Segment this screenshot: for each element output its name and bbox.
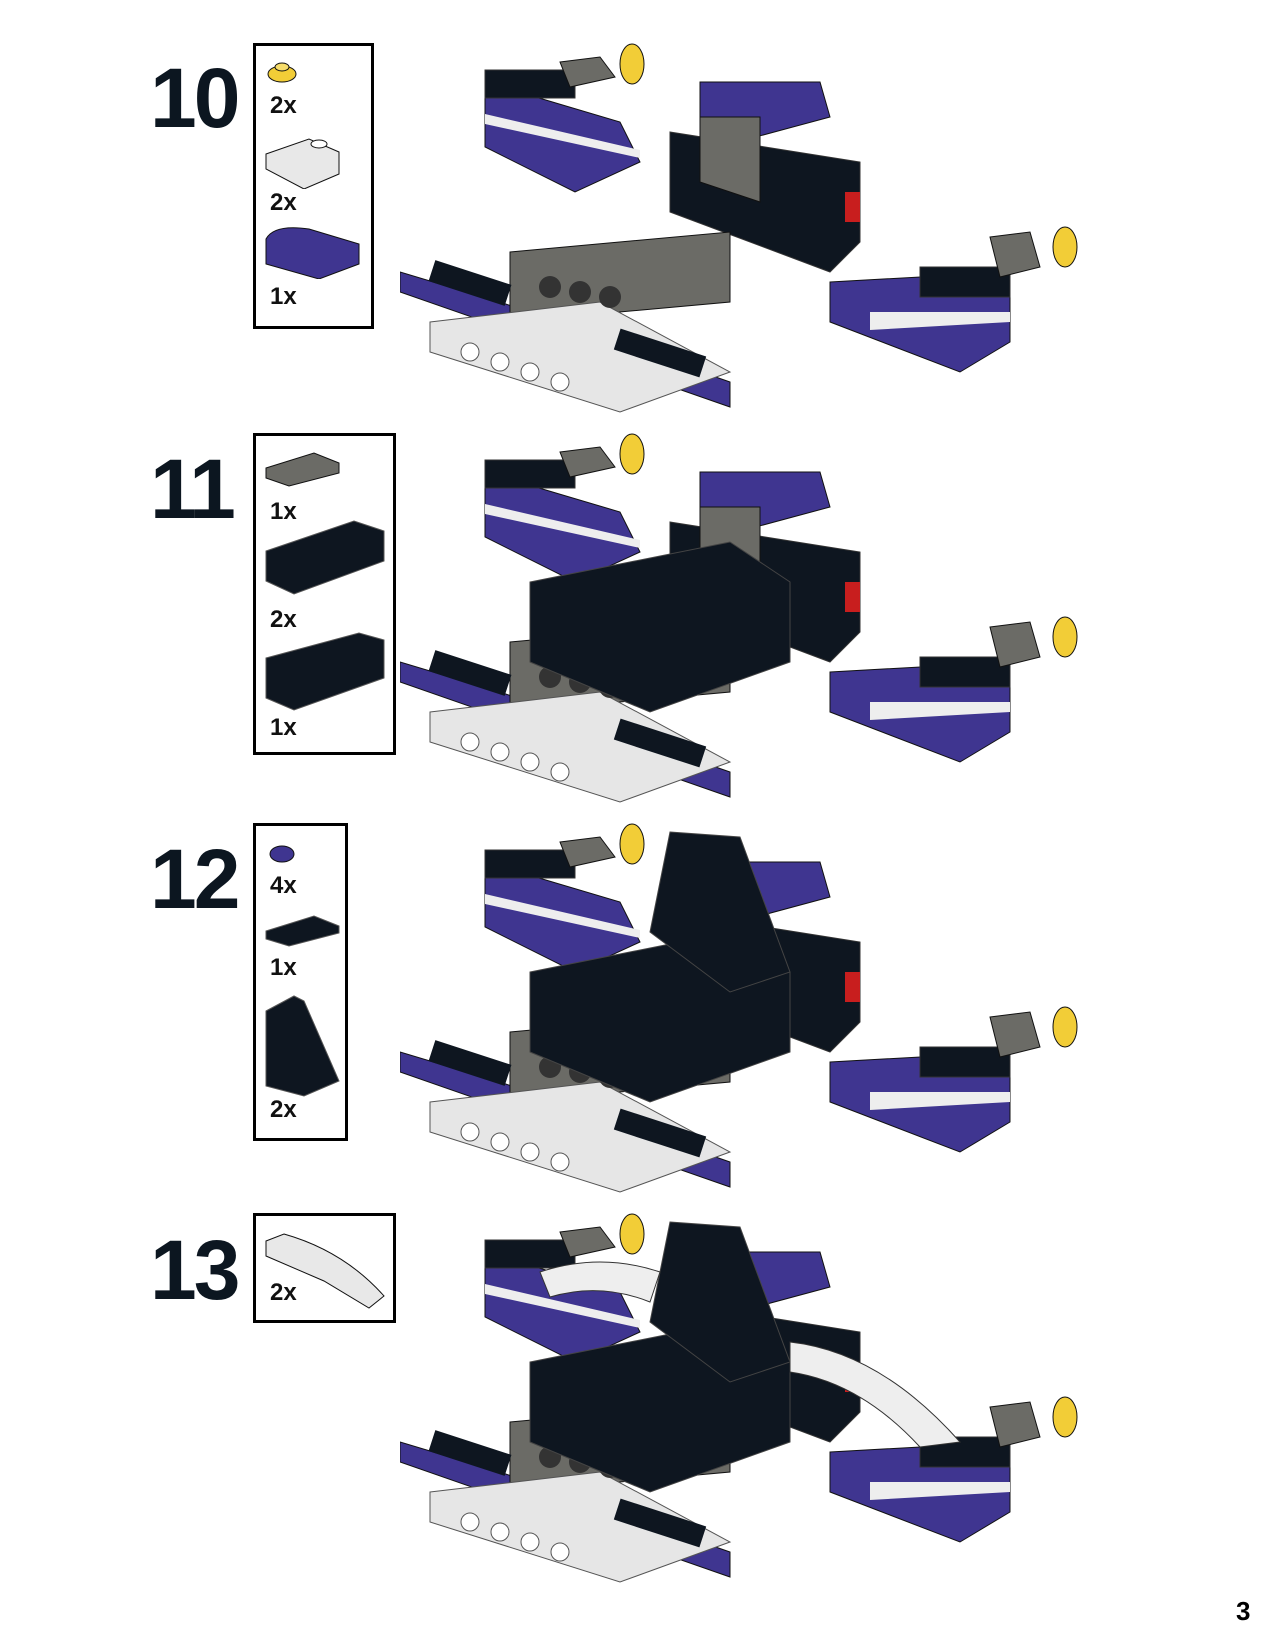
part-quantity: 1x [270, 283, 297, 310]
black-bracket-plate-icon [265, 520, 385, 595]
black-1x4-brick-icon [265, 632, 385, 711]
gray-grille-tile-icon [265, 452, 340, 487]
part-quantity: 1x [270, 714, 297, 741]
assembly-step-13-illustration [400, 1213, 1078, 1583]
purple-curved-slope-icon [265, 227, 360, 279]
step-number: 11 [150, 442, 236, 536]
assembly-step-11-illustration [400, 433, 1078, 803]
yellow-round-plate-icon [267, 62, 297, 83]
part-quantity: 1x [270, 498, 297, 525]
part-quantity: 1x [270, 954, 297, 981]
part-quantity: 4x [270, 872, 297, 899]
page-number: 3 [1236, 1596, 1251, 1626]
part-quantity: 2x [270, 606, 297, 633]
black-tile-icon [265, 915, 340, 947]
white-curved-slope-icon [265, 1233, 385, 1309]
parts-callout: 1x 2x 1x [253, 433, 396, 755]
part-quantity: 2x [270, 1096, 297, 1123]
white-slope-brick-icon [265, 138, 340, 189]
purple-round-plate-icon [269, 845, 295, 863]
assembly-step-12-illustration [400, 823, 1078, 1193]
assembly-step-10-illustration [400, 43, 1078, 413]
black-slope-icon [265, 995, 340, 1097]
parts-callout: 4x 1x 2x [253, 823, 348, 1141]
part-quantity: 2x [270, 189, 297, 216]
part-quantity: 2x [270, 1279, 297, 1306]
step-number: 12 [150, 832, 240, 926]
step-number: 10 [150, 51, 240, 145]
parts-callout: 2x [253, 1213, 396, 1323]
parts-callout: 2x 2x 1x [253, 43, 374, 329]
step-number: 13 [150, 1223, 240, 1317]
part-quantity: 2x [270, 92, 297, 119]
